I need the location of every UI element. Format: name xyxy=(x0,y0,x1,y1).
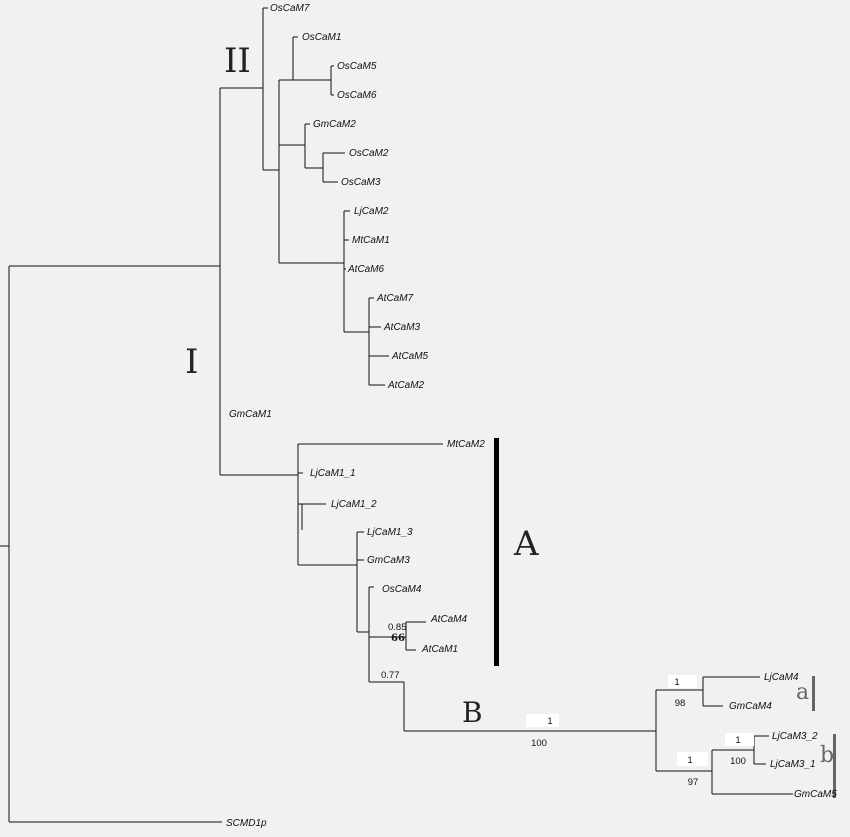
leaf-GmCaM3: GmCaM3 xyxy=(367,555,410,566)
clade-label-B: B xyxy=(462,696,483,729)
leaf-OsCaM6: OsCaM6 xyxy=(337,90,377,101)
support-box-a xyxy=(668,675,697,688)
leaf-AtCaM5: AtCaM5 xyxy=(391,351,429,362)
support-b-prob: 1 xyxy=(547,716,552,727)
support-at-boot: 66 xyxy=(391,633,405,644)
support-b-boot: 100 xyxy=(531,738,547,749)
support-lj3-prob: 1 xyxy=(735,735,740,746)
leaf-LjCaM3_1: LjCaM3_1 xyxy=(770,759,816,770)
leaf-OsCaM1: OsCaM1 xyxy=(302,32,341,43)
clade-label-a: a xyxy=(796,680,809,705)
leaf-MtCaM2: MtCaM2 xyxy=(447,439,485,450)
clade-label-A: A xyxy=(513,524,539,564)
support-a-boot: 98 xyxy=(675,698,686,709)
leaf-OsCaM2: OsCaM2 xyxy=(349,148,389,159)
clade-a-bar xyxy=(494,438,499,666)
clade-b-small-bar xyxy=(833,734,836,798)
leaf-LjCaM2: LjCaM2 xyxy=(354,206,389,217)
leaf-OsCaM4: OsCaM4 xyxy=(382,584,422,595)
leaf-GmCaM1: GmCaM1 xyxy=(229,409,272,420)
support-b2-prob: 1 xyxy=(687,755,692,766)
leaf-AtCaM2: AtCaM2 xyxy=(387,380,425,391)
leaf-MtCaM1: MtCaM1 xyxy=(352,235,390,246)
support-box-lj3 xyxy=(725,733,754,746)
leaf-GmCaM4: GmCaM4 xyxy=(729,701,772,712)
leaf-AtCaM3: AtCaM3 xyxy=(383,322,421,333)
leaf-LjCaM1_2: LjCaM1_2 xyxy=(331,499,377,510)
clade-a-small-bar xyxy=(812,676,815,711)
support-a-prob: 1 xyxy=(674,677,679,688)
leaf-AtCaM1: AtCaM1 xyxy=(421,644,458,655)
support-at-prob: 0.85 xyxy=(388,622,407,633)
clade-label-II: II xyxy=(224,41,251,81)
leaf-OsCaM5: OsCaM5 xyxy=(337,61,377,72)
leaf-SCMD1p: SCMD1p xyxy=(226,818,267,829)
leaf-OsCaM3: OsCaM3 xyxy=(341,177,381,188)
clade-label-b: b xyxy=(820,743,834,768)
support-inner-prob: 0.77 xyxy=(381,670,400,681)
leaf-AtCaM4: AtCaM4 xyxy=(430,614,468,625)
leaf-AtCaM6: AtCaM6 xyxy=(347,264,385,275)
leaf-LjCaM3_2: LjCaM3_2 xyxy=(772,731,818,742)
support-box-b xyxy=(526,714,559,727)
leaf-LjCaM1_3: LjCaM1_3 xyxy=(367,527,413,538)
leaf-LjCaM1_1: LjCaM1_1 xyxy=(310,468,356,479)
leaf-GmCaM2: GmCaM2 xyxy=(313,119,356,130)
support-b2-boot: 97 xyxy=(688,777,699,788)
leaf-OsCaM7: OsCaM7 xyxy=(270,3,310,14)
support-box-b2 xyxy=(677,752,708,766)
support-lj3-boot: 100 xyxy=(730,756,746,767)
leaf-LjCaM4: LjCaM4 xyxy=(764,672,799,683)
leaf-AtCaM7: AtCaM7 xyxy=(376,293,414,304)
clade-label-I: I xyxy=(185,342,198,382)
leaf-GmCaM5: GmCaM5 xyxy=(794,789,837,800)
